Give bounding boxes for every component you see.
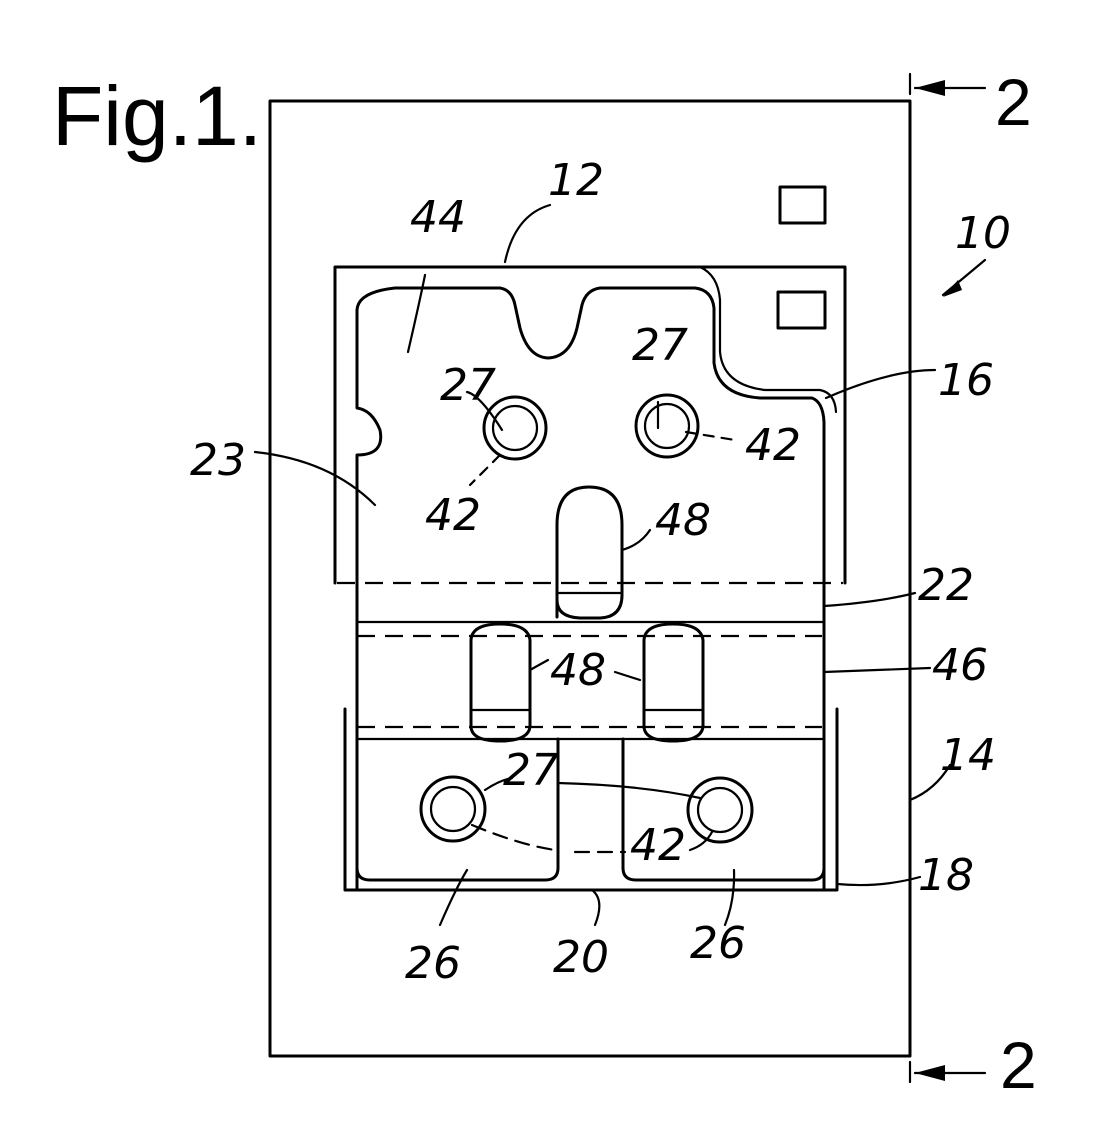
- label-26-right: 26: [690, 918, 746, 969]
- label-23: 23: [190, 435, 246, 486]
- label-12: 12: [548, 155, 604, 206]
- section-marker-bottom: 2: [910, 1028, 1037, 1102]
- label-42-lower: 42: [630, 820, 686, 871]
- label-26-left: 26: [405, 938, 461, 989]
- label-42-upper-left: 42: [425, 490, 481, 541]
- label-14: 14: [940, 730, 996, 781]
- rivet-lower-left: [421, 777, 485, 841]
- label-16: 16: [938, 355, 994, 406]
- label-18: 18: [918, 850, 974, 901]
- label-27-upper-right: 27: [632, 320, 688, 371]
- section-label-bottom: 2: [1000, 1028, 1037, 1102]
- square-hole-upper: [780, 187, 825, 223]
- square-hole-lower: [778, 292, 825, 328]
- label-46: 46: [932, 640, 988, 691]
- section-label-top: 2: [995, 65, 1032, 139]
- label-27-lower: 27: [503, 745, 559, 796]
- label-10: 10: [955, 208, 1011, 259]
- label-22: 22: [918, 560, 974, 611]
- section-marker-top: 2: [910, 65, 1032, 139]
- label-44: 44: [410, 192, 466, 243]
- figure-title: Fig.1.: [52, 69, 262, 163]
- rivet-lower-right: [688, 778, 752, 842]
- label-42-upper-right: 42: [745, 420, 801, 471]
- label-48-upper: 48: [655, 495, 711, 546]
- label-27-upper-left: 27: [440, 360, 496, 411]
- label-20: 20: [553, 932, 609, 983]
- label-48-middle: 48: [550, 645, 606, 696]
